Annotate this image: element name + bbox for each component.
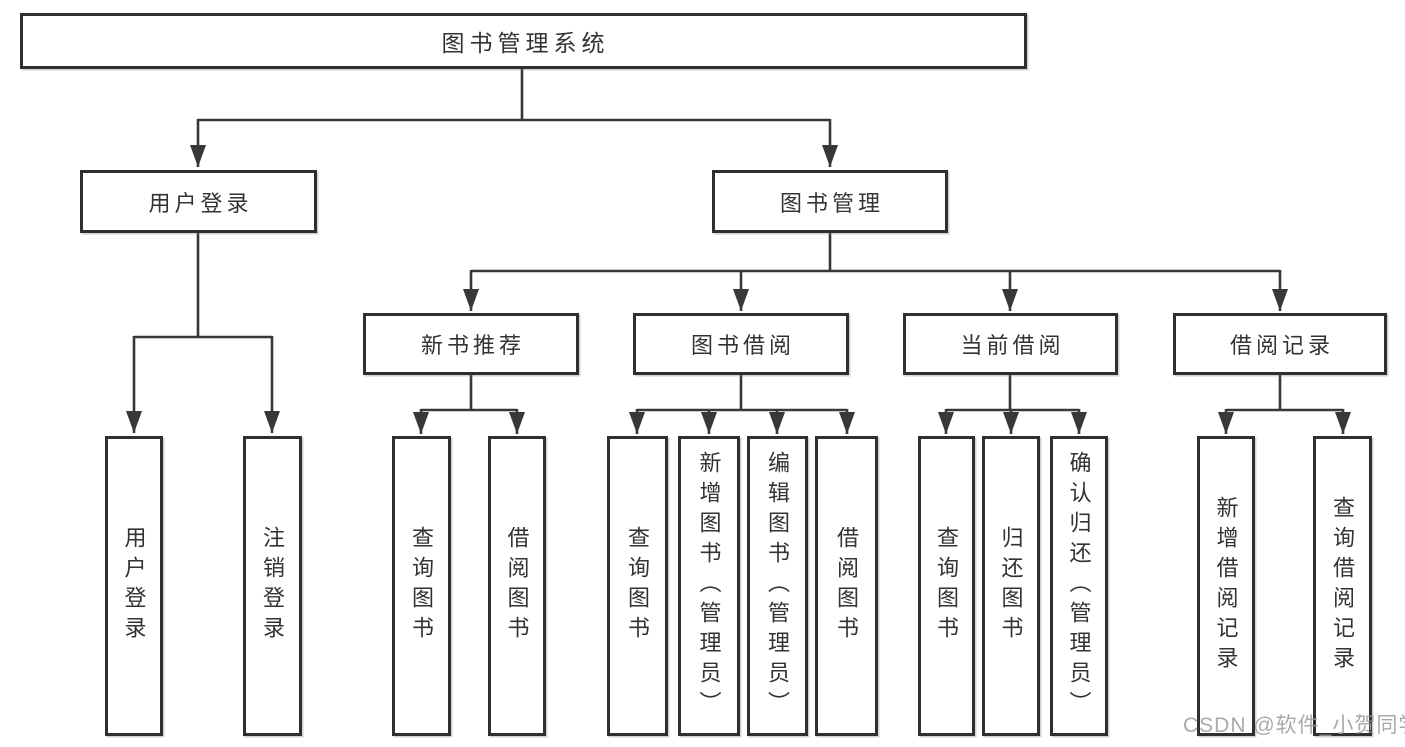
node-borrowing-records: 借阅记录 xyxy=(1173,313,1387,375)
leaf-user-login: 用户登录 xyxy=(105,436,163,736)
leaf-logout: 注销登录 xyxy=(243,436,302,736)
connector-book-management-branch xyxy=(471,233,1280,273)
node-new-book-recommendation: 新书推荐 xyxy=(363,313,579,375)
node-book-management: 图书管理 xyxy=(712,170,948,233)
leaf-bb-add-book-admin: 新增图书（管理员） xyxy=(678,436,740,736)
connector-current-borrow-branch xyxy=(946,375,1079,412)
leaf-bb-edit-book-admin: 编辑图书（管理员） xyxy=(747,436,808,736)
connector-new-book-rec-branch xyxy=(421,375,517,412)
leaf-cb-query-book: 查询图书 xyxy=(918,436,975,736)
node-book-borrowing: 图书借阅 xyxy=(633,313,849,375)
leaf-br-query-record: 查询借阅记录 xyxy=(1313,436,1372,736)
connector-borrow-record-branch xyxy=(1226,375,1343,412)
csdn-watermark: CSDN @软件_小贺同学 xyxy=(1183,714,1405,737)
leaf-bb-borrow-book: 借阅图书 xyxy=(815,436,878,736)
leaf-br-add-record: 新增借阅记录 xyxy=(1197,436,1255,736)
leaf-rec-borrow-book: 借阅图书 xyxy=(488,436,546,736)
node-current-borrowing: 当前借阅 xyxy=(903,313,1118,375)
leaf-bb-query-book: 查询图书 xyxy=(607,436,668,736)
connector-root-branch xyxy=(198,69,830,122)
node-user-login: 用户登录 xyxy=(80,170,317,233)
leaf-cb-return-book: 归还图书 xyxy=(982,436,1040,736)
connector-user-login-branch xyxy=(134,233,272,339)
leaf-cb-confirm-return-admin: 确认归还（管理员） xyxy=(1050,436,1108,736)
leaf-rec-query-book: 查询图书 xyxy=(392,436,451,736)
connector-book-borrow-branch xyxy=(637,375,847,412)
node-library-management-system: 图书管理系统 xyxy=(20,13,1027,69)
